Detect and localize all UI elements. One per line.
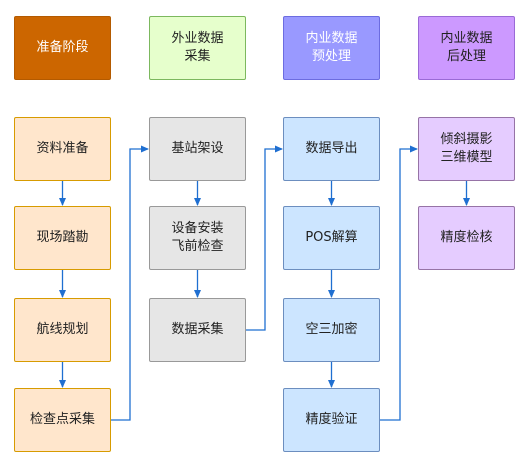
step-data-capture: 数据采集 [149, 298, 246, 362]
header-field-collection: 外业数据 采集 [149, 16, 246, 80]
step-oblique-3d-model: 倾斜摄影 三维模型 [418, 117, 515, 181]
step-aerial-triangulation: 空三加密 [283, 298, 380, 362]
step-base-station: 基站架设 [149, 117, 246, 181]
step-accuracy-check: 精度检核 [418, 206, 515, 270]
arrow-col1-to-col2 [111, 145, 149, 421]
step-checkpoint-collection: 检查点采集 [14, 388, 111, 452]
step-route-planning: 航线规划 [14, 298, 111, 362]
step-pos-solving: POS解算 [283, 206, 380, 270]
step-site-survey: 现场踏勘 [14, 206, 111, 270]
header-preprocessing: 内业数据 预处理 [283, 16, 380, 80]
step-data-export: 数据导出 [283, 117, 380, 181]
step-equipment-check: 设备安装 飞前检查 [149, 206, 246, 270]
arrow-col3-to-col4 [380, 145, 418, 421]
header-prepare: 准备阶段 [14, 16, 111, 80]
arrow-col2-to-col3 [246, 145, 283, 331]
step-accuracy-verification: 精度验证 [283, 388, 380, 452]
step-data-prep: 资料准备 [14, 117, 111, 181]
header-postprocessing: 内业数据 后处理 [418, 16, 515, 80]
